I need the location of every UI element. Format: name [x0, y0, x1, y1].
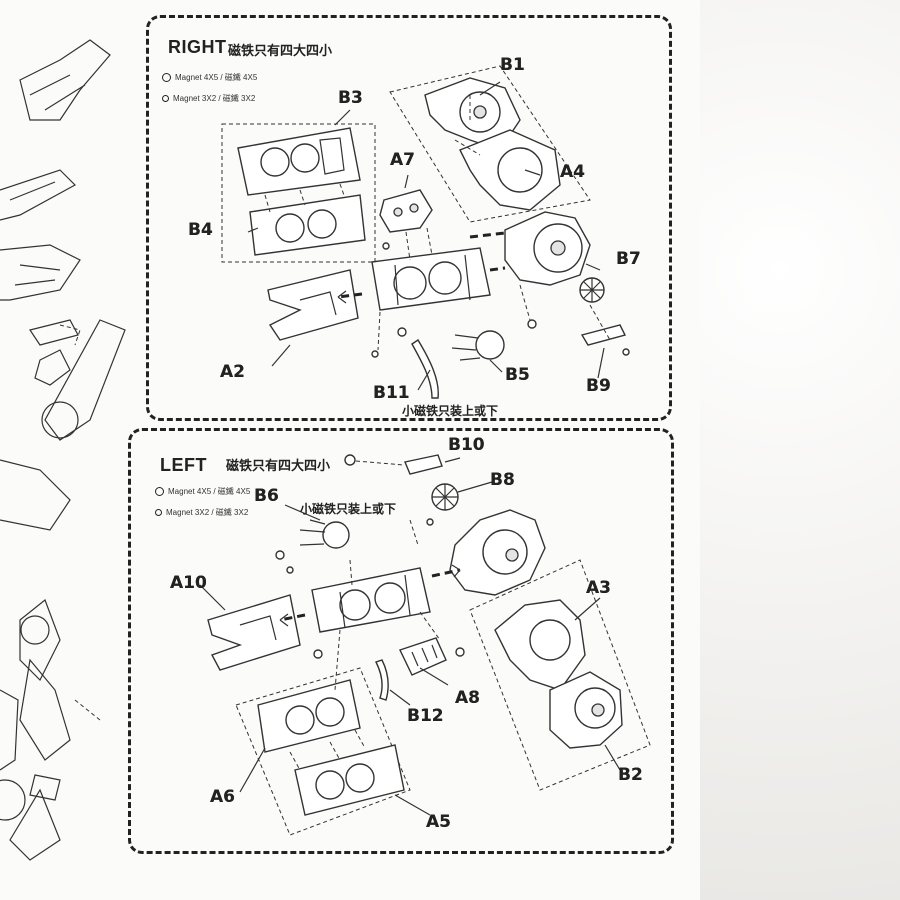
- label-b1: B1: [500, 55, 525, 75]
- label-b11: B11: [373, 383, 410, 403]
- left-panel-title: LEFT: [160, 455, 207, 475]
- label-b5: B5: [505, 365, 530, 385]
- right-legend-big-magnet: Magnet 4X5 / 磁鐵 4X5: [162, 72, 257, 83]
- right-legend-small-magnet: Magnet 3X2 / 磁鐵 3X2: [162, 93, 255, 104]
- label-a7: A7: [390, 150, 415, 170]
- magnet-small-icon: [155, 509, 162, 516]
- label-b12: B12: [407, 706, 444, 726]
- label-a6: A6: [210, 787, 235, 807]
- label-b7: B7: [616, 249, 641, 269]
- left-panel-note: 小磁铁只装上或下: [300, 502, 397, 516]
- magnet-big-icon: [162, 73, 171, 82]
- label-a2: A2: [220, 362, 245, 382]
- left-legend-small-magnet: Magnet 3X2 / 磁鐵 3X2: [155, 507, 248, 518]
- left-edge-drawings: [0, 39, 126, 861]
- label-a8: A8: [455, 688, 480, 708]
- label-b9: B9: [586, 376, 611, 396]
- right-exploded-diagram: [221, 65, 630, 399]
- right-panel-title: RIGHT: [168, 37, 227, 57]
- left-panel-title-cn: 磁铁只有四大四小: [226, 459, 331, 474]
- label-a5: A5: [426, 812, 451, 832]
- magnet-small-icon: [162, 95, 169, 102]
- left-assembly-panel: [128, 428, 674, 854]
- left-exploded-diagram: [199, 454, 651, 836]
- right-assembly-panel: [146, 15, 672, 421]
- label-a4: A4: [560, 162, 585, 182]
- label-b6: B6: [254, 486, 279, 506]
- label-b4: B4: [188, 220, 213, 240]
- label-b2: B2: [618, 765, 643, 785]
- label-a3: A3: [586, 578, 611, 598]
- label-b10: B10: [448, 435, 485, 455]
- right-panel-title-cn: 磁铁只有四大四小: [228, 44, 333, 59]
- label-a10: A10: [170, 573, 207, 593]
- label-b8: B8: [490, 470, 515, 490]
- label-b3: B3: [338, 88, 363, 108]
- background-cloth: [700, 0, 900, 900]
- magnet-big-icon: [155, 487, 164, 496]
- right-panel-note: 小磁铁只装上或下: [402, 404, 499, 418]
- left-legend-big-magnet: Magnet 4X5 / 磁鐵 4X5: [155, 486, 250, 497]
